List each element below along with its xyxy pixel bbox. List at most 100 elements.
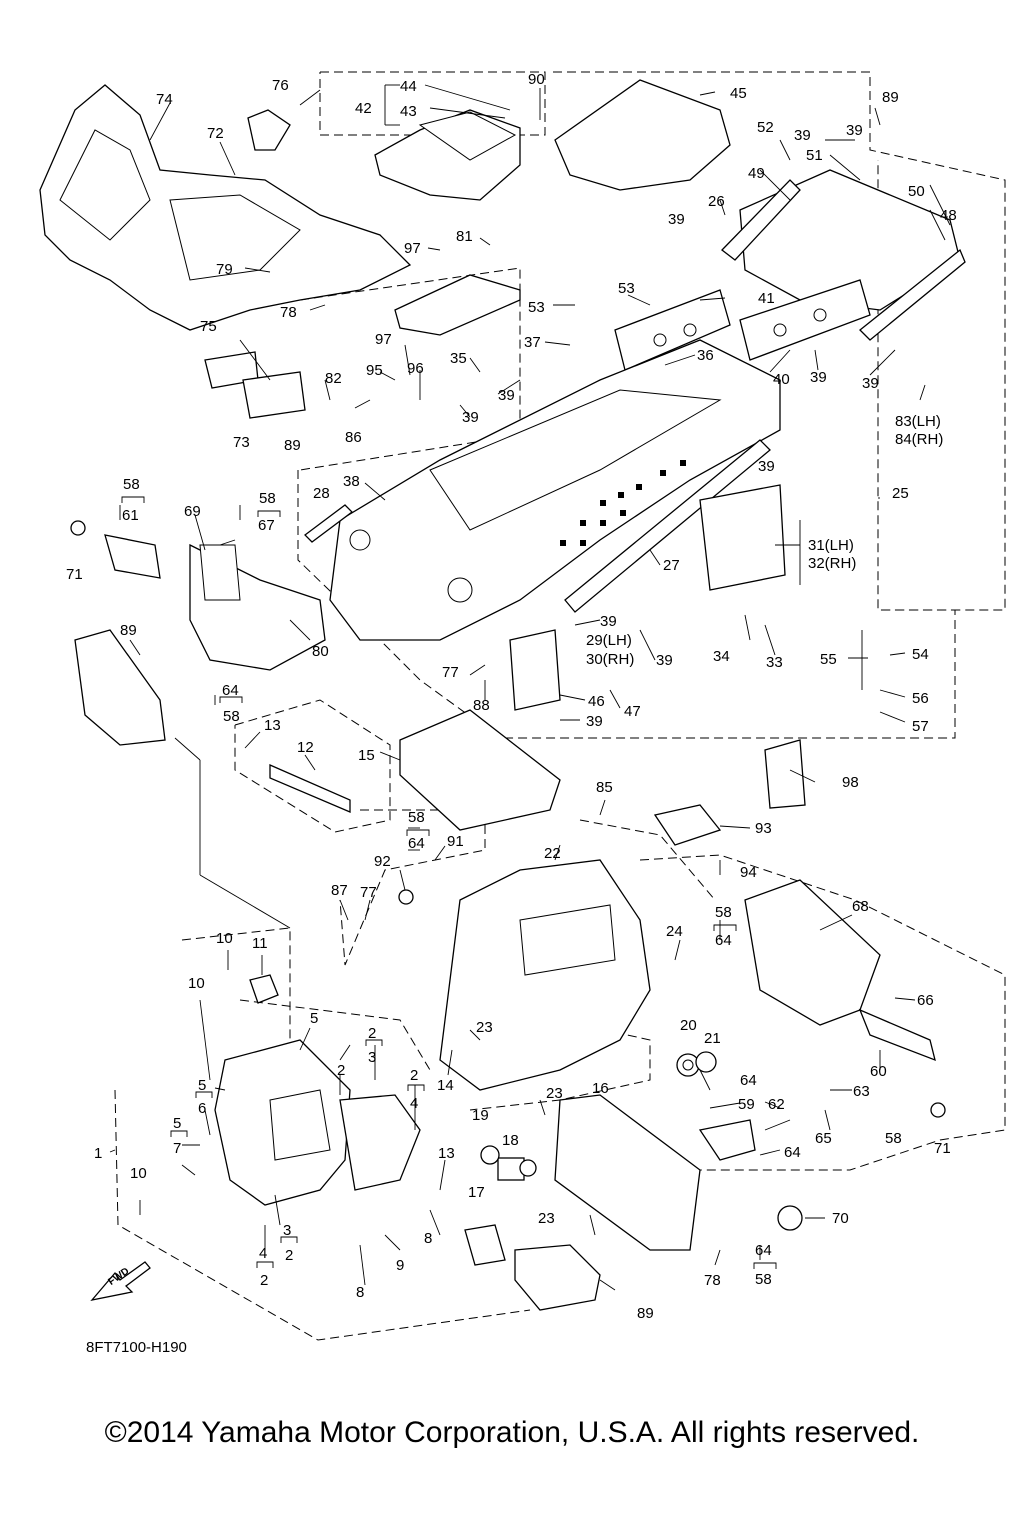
- callout-72: 72: [207, 125, 224, 142]
- callout-64: 64: [784, 1144, 801, 1161]
- callout-18: 18: [502, 1132, 519, 1149]
- callout-58: 58: [715, 904, 732, 921]
- callout-76: 76: [272, 77, 289, 94]
- callout-77: 77: [360, 884, 377, 901]
- callout-4: 4: [410, 1095, 418, 1112]
- callout-73: 73: [233, 434, 250, 451]
- callout-93: 93: [755, 820, 772, 837]
- callout-91: 91: [447, 833, 464, 850]
- callout-84-rh: 84(RH): [895, 431, 943, 448]
- callout-48: 48: [940, 207, 957, 224]
- callout-37: 37: [524, 334, 541, 351]
- callout-39: 39: [656, 652, 673, 669]
- callout-79: 79: [216, 261, 233, 278]
- copyright-notice: ©2014 Yamaha Motor Corporation, U.S.A. A…: [104, 1416, 920, 1449]
- callout-30-rh: 30(RH): [586, 651, 634, 668]
- callout-3: 3: [368, 1049, 376, 1066]
- callout-89: 89: [637, 1305, 654, 1322]
- callout-64: 64: [715, 932, 732, 949]
- callout-64: 64: [408, 835, 425, 852]
- callout-14: 14: [437, 1077, 454, 1094]
- callout-5: 5: [310, 1010, 318, 1027]
- callout-2: 2: [337, 1062, 345, 1079]
- callout-86: 86: [345, 429, 362, 446]
- callout-16: 16: [592, 1080, 609, 1097]
- callout-39: 39: [846, 122, 863, 139]
- callout-71: 71: [934, 1140, 951, 1157]
- callout-10: 10: [188, 975, 205, 992]
- callout-77: 77: [442, 664, 459, 681]
- callout-80: 80: [312, 643, 329, 660]
- callout-39: 39: [862, 375, 879, 392]
- drawing-code: 8FT7100-H190: [86, 1339, 187, 1356]
- callout-98: 98: [842, 774, 859, 791]
- callout-66: 66: [917, 992, 934, 1009]
- callout-2: 2: [368, 1025, 376, 1042]
- callout-5: 5: [198, 1077, 206, 1094]
- callout-78: 78: [280, 304, 297, 321]
- callout-5: 5: [173, 1115, 181, 1132]
- callout-42: 42: [355, 100, 372, 117]
- callout-43: 43: [400, 103, 417, 120]
- callout-19: 19: [472, 1107, 489, 1124]
- callout-47: 47: [624, 703, 641, 720]
- callout-62: 62: [768, 1096, 785, 1113]
- callout-8: 8: [424, 1230, 432, 1247]
- callout-64: 64: [222, 682, 239, 699]
- callout-15: 15: [358, 747, 375, 764]
- callout-95: 95: [366, 362, 383, 379]
- callout-39: 39: [600, 613, 617, 630]
- callout-64: 64: [740, 1072, 757, 1089]
- callout-58: 58: [885, 1130, 902, 1147]
- callout-41: 41: [758, 290, 775, 307]
- callout-70: 70: [832, 1210, 849, 1227]
- callout-34: 34: [713, 648, 730, 665]
- callout-labels: 1 2 2 2 2 2 2 3 3 4 4 5 5 5 6 7 8 8 9 10…: [66, 71, 957, 1322]
- callout-65: 65: [815, 1130, 832, 1147]
- callout-69: 69: [184, 503, 201, 520]
- callout-31-lh: 31(LH): [808, 537, 854, 554]
- callout-39: 39: [758, 458, 775, 475]
- callout-8: 8: [356, 1284, 364, 1301]
- callout-23: 23: [476, 1019, 493, 1036]
- callout-27: 27: [663, 557, 680, 574]
- callout-64: 64: [755, 1242, 772, 1259]
- callout-24: 24: [666, 923, 683, 940]
- callout-49: 49: [748, 165, 765, 182]
- callout-12: 12: [297, 739, 314, 756]
- callout-7: 7: [173, 1140, 181, 1157]
- group-brackets: [121, 496, 777, 1269]
- callout-51: 51: [806, 147, 823, 164]
- callout-63: 63: [853, 1083, 870, 1100]
- callout-22: 22: [544, 845, 561, 862]
- callout-10: 10: [216, 930, 233, 947]
- callout-52: 52: [757, 119, 774, 136]
- callout-58: 58: [755, 1271, 772, 1288]
- callout-54: 54: [912, 646, 929, 663]
- callout-11: 11: [252, 935, 268, 952]
- callout-45: 45: [730, 85, 747, 102]
- callout-38: 38: [343, 473, 360, 490]
- callout-90: 90: [528, 71, 545, 88]
- callout-2: 2: [410, 1067, 418, 1084]
- callout-26: 26: [708, 193, 725, 210]
- callout-78: 78: [704, 1272, 721, 1289]
- callout-55: 55: [820, 651, 837, 668]
- callout-58: 58: [408, 809, 425, 826]
- callout-39: 39: [586, 713, 603, 730]
- leader-lines: [109, 84, 951, 1291]
- callout-20: 20: [680, 1017, 697, 1034]
- callout-53: 53: [528, 299, 545, 316]
- callout-75: 75: [200, 318, 217, 335]
- callout-13: 13: [264, 717, 281, 734]
- part-shapes: [39, 79, 966, 1311]
- callout-96: 96: [407, 360, 424, 377]
- callout-88: 88: [473, 697, 490, 714]
- callout-2: 2: [260, 1272, 268, 1289]
- callout-29-lh: 29(LH): [586, 632, 632, 649]
- callout-59: 59: [738, 1096, 755, 1113]
- callout-74: 74: [156, 91, 173, 108]
- callout-39: 39: [668, 211, 685, 228]
- callout-23: 23: [538, 1210, 555, 1227]
